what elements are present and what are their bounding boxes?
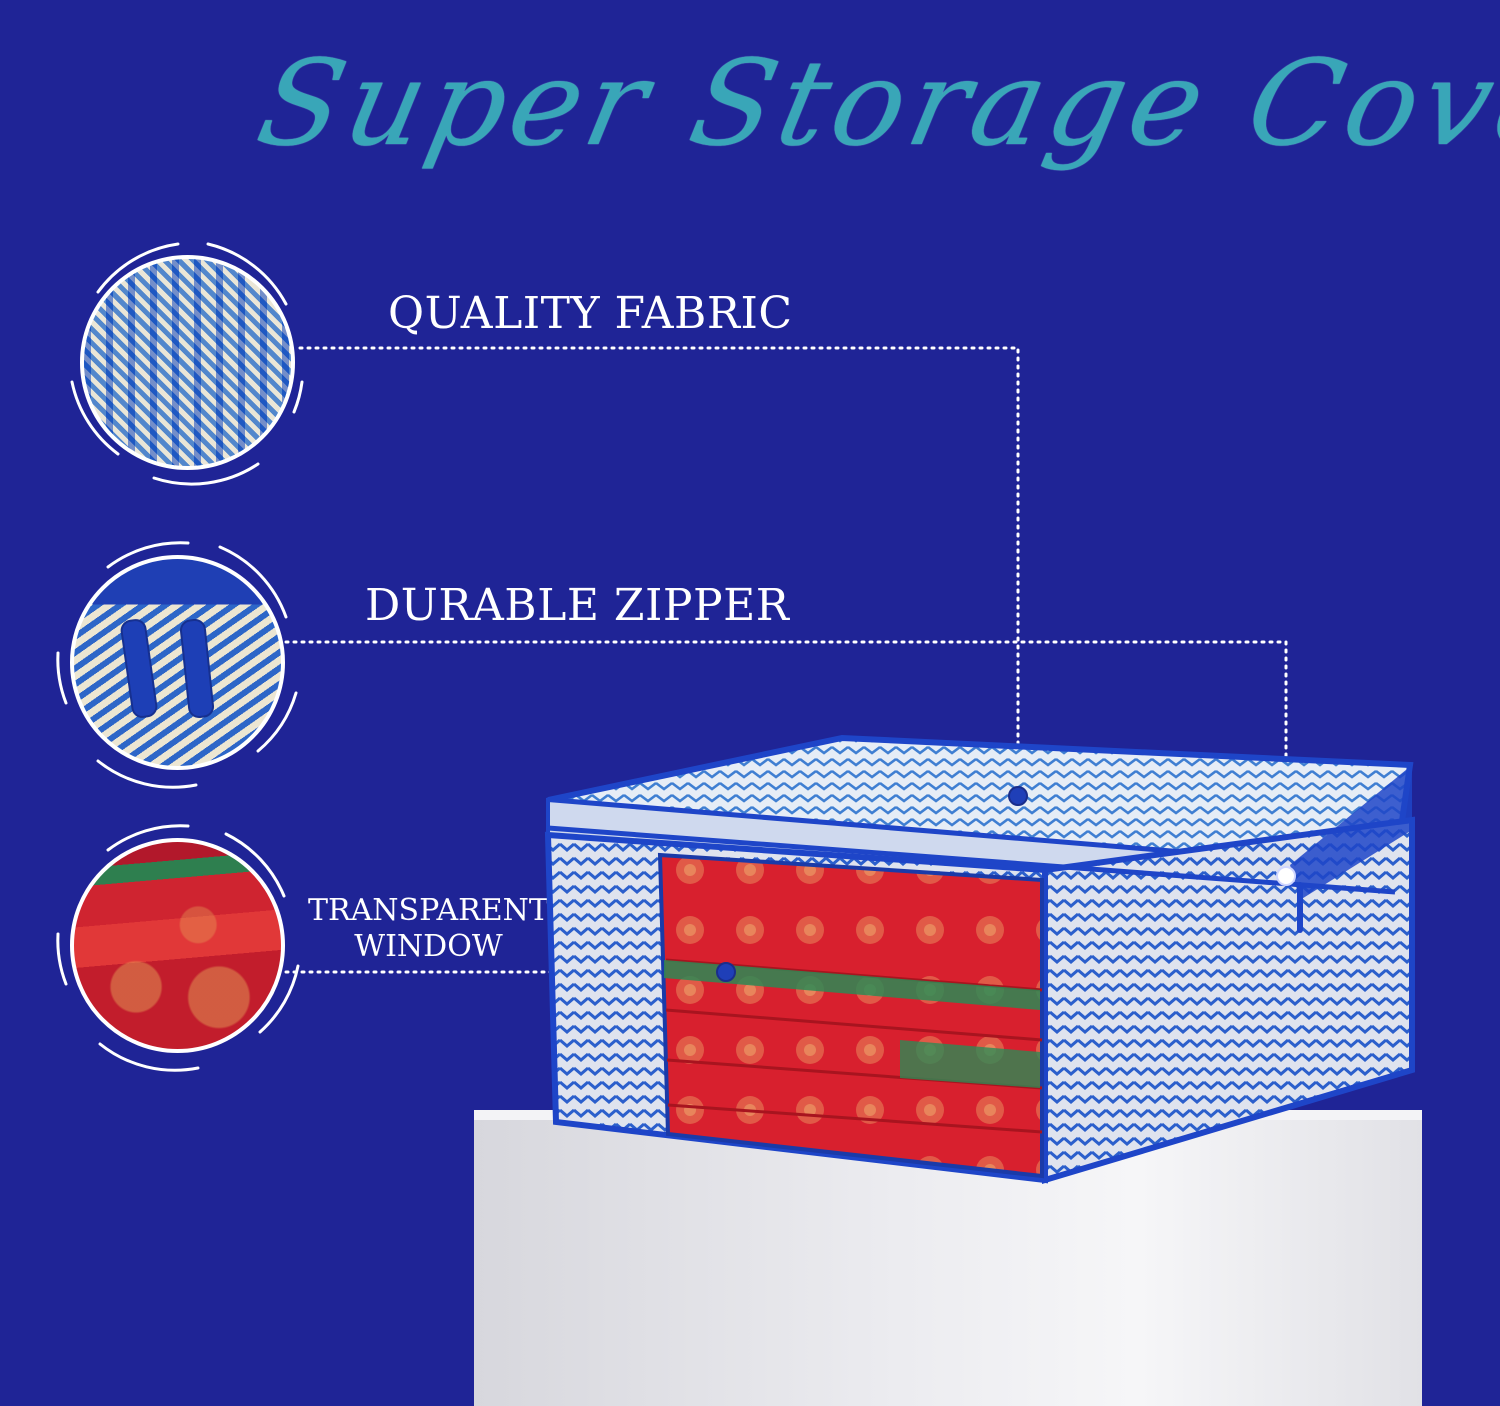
window-hotspot — [716, 962, 736, 982]
fabric-hotspot — [1008, 786, 1028, 806]
zipper-callout-line — [284, 640, 1288, 880]
transparent-window-label-line2: WINDOW — [354, 929, 503, 964]
zipper-hotspot — [1276, 866, 1296, 886]
transparent-window-label-line1: TRANSPARENT — [308, 893, 549, 928]
zipper-ring-decoration — [48, 533, 310, 795]
durable-zipper-label: DURABLE ZIPPER — [365, 580, 790, 631]
transparent-window — [657, 852, 1044, 1179]
quality-fabric-label: QUALITY FABRIC — [388, 288, 793, 339]
fabric-closeup-icon — [80, 255, 295, 470]
bag-side-face — [1042, 816, 1415, 1185]
fabric-callout-line — [298, 346, 1020, 797]
zipper-closeup-icon — [70, 555, 285, 770]
window-closeup-icon — [70, 838, 285, 1053]
transparent-window-label: TRANSPARENT WINDOW — [308, 893, 549, 965]
